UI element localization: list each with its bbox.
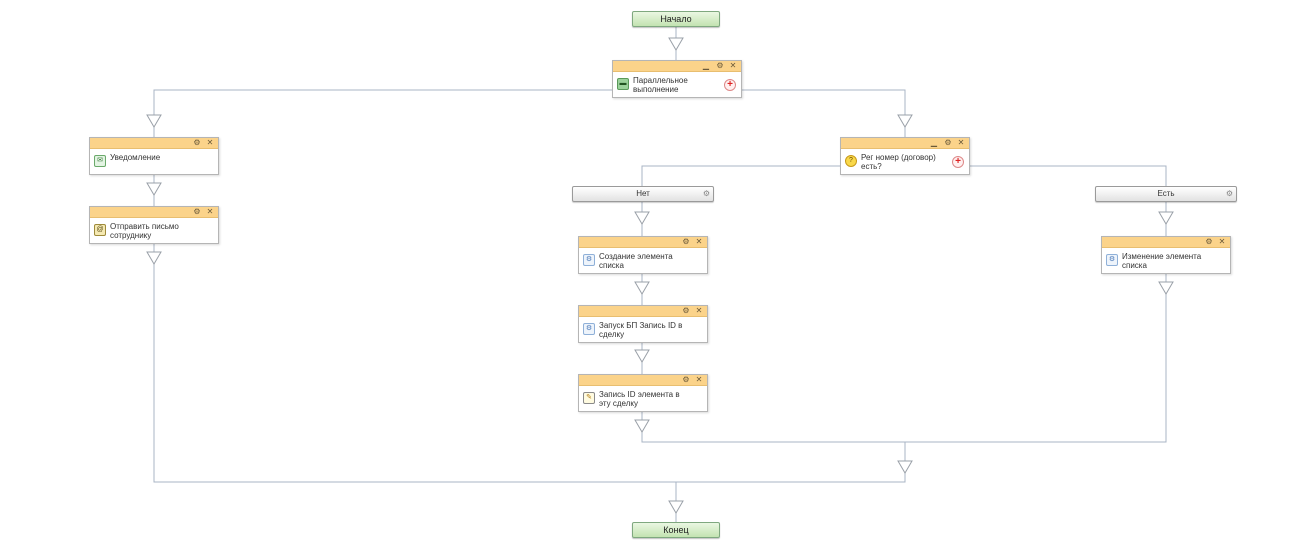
condition-block[interactable]: ▁ ⚙ ✕ ? Рег номер (договор) есть? + xyxy=(840,137,970,175)
close-icon[interactable]: ✕ xyxy=(206,207,214,216)
connector xyxy=(153,89,612,137)
arrow-marker xyxy=(668,37,684,51)
block-header: ⚙ ✕ xyxy=(579,237,707,248)
connector xyxy=(676,442,906,483)
block-header: ⚙ ✕ xyxy=(90,207,218,218)
block-header: ▁ ⚙ ✕ xyxy=(841,138,969,149)
close-icon[interactable]: ✕ xyxy=(695,306,703,315)
settings-icon[interactable]: ⚙ xyxy=(193,138,201,147)
arrow-marker xyxy=(634,419,650,433)
arrow-marker xyxy=(634,281,650,295)
branch-label: Нет xyxy=(636,189,650,198)
parallel-block[interactable]: ▁ ⚙ ✕ ▬ Параллельное выполнение + xyxy=(612,60,742,98)
connector xyxy=(641,165,840,186)
arrow-marker xyxy=(146,251,162,265)
branch-label: Есть xyxy=(1157,189,1175,198)
block-header: ▁ ⚙ ✕ xyxy=(613,61,741,72)
close-icon[interactable]: ✕ xyxy=(695,237,703,246)
block-title: Уведомление xyxy=(110,153,161,162)
minimize-icon[interactable]: ▁ xyxy=(702,61,710,70)
settings-icon[interactable]: ⚙ xyxy=(702,189,710,198)
block-header: ⚙ ✕ xyxy=(1102,237,1230,248)
block-header: ⚙ ✕ xyxy=(579,306,707,317)
arrow-marker xyxy=(668,500,684,514)
block-title: Запуск БП Запись ID в сделку xyxy=(599,321,683,339)
branch-yes[interactable]: Есть ⚙ xyxy=(1095,186,1237,202)
send-mail-block[interactable]: ⚙ ✕ @ Отправить письмо сотруднику xyxy=(89,206,219,244)
block-title: Запись ID элемента в эту сделку xyxy=(599,390,680,408)
settings-icon[interactable]: ⚙ xyxy=(944,138,952,147)
block-header: ⚙ ✕ xyxy=(579,375,707,386)
mail-icon: @ xyxy=(94,224,106,236)
connector xyxy=(741,89,906,137)
gear-icon: ⚙ xyxy=(583,323,595,335)
branch-no[interactable]: Нет ⚙ xyxy=(572,186,714,202)
end-node[interactable]: Конец xyxy=(632,522,720,538)
block-title: Отправить письмо сотруднику xyxy=(110,222,179,240)
gear-icon: ⚙ xyxy=(583,254,595,266)
arrow-marker xyxy=(634,211,650,225)
block-title: Создание элемента списка xyxy=(599,252,673,270)
close-icon[interactable]: ✕ xyxy=(695,375,703,384)
update-list-item-block[interactable]: ⚙ ✕ ⚙ Изменение элемента списка xyxy=(1101,236,1231,274)
connector xyxy=(153,242,676,483)
settings-icon[interactable]: ⚙ xyxy=(682,237,690,246)
settings-icon[interactable]: ⚙ xyxy=(682,306,690,315)
parallel-icon: ▬ xyxy=(617,78,629,90)
block-header: ⚙ ✕ xyxy=(90,138,218,149)
arrow-marker xyxy=(634,349,650,363)
settings-icon[interactable]: ⚙ xyxy=(193,207,201,216)
settings-icon[interactable]: ⚙ xyxy=(716,61,724,70)
create-list-item-block[interactable]: ⚙ ✕ ⚙ Создание элемента списка xyxy=(578,236,708,274)
add-branch-icon[interactable]: + xyxy=(724,79,736,91)
arrow-marker xyxy=(897,460,913,474)
close-icon[interactable]: ✕ xyxy=(206,138,214,147)
start-process-block[interactable]: ⚙ ✕ ⚙ Запуск БП Запись ID в сделку xyxy=(578,305,708,343)
arrow-marker xyxy=(146,114,162,128)
add-branch-icon[interactable]: + xyxy=(952,156,964,168)
arrow-marker xyxy=(897,114,913,128)
block-title: Рег номер (договор) есть? xyxy=(861,153,936,171)
arrow-marker xyxy=(146,182,162,196)
notification-block[interactable]: ⚙ ✕ ✉ Уведомление xyxy=(89,137,219,175)
start-node[interactable]: Начало xyxy=(632,11,720,27)
connector xyxy=(641,410,905,443)
settings-icon[interactable]: ⚙ xyxy=(682,375,690,384)
close-icon[interactable]: ✕ xyxy=(1218,237,1226,246)
condition-icon: ? xyxy=(845,155,857,167)
block-title: Параллельное выполнение xyxy=(633,76,688,94)
connector xyxy=(905,272,1167,443)
edit-icon: ✎ xyxy=(583,392,595,404)
gear-icon: ⚙ xyxy=(1106,254,1118,266)
settings-icon[interactable]: ⚙ xyxy=(1205,237,1213,246)
notification-icon: ✉ xyxy=(94,155,106,167)
arrow-marker xyxy=(1158,211,1174,225)
minimize-icon[interactable]: ▁ xyxy=(930,138,938,147)
close-icon[interactable]: ✕ xyxy=(729,61,737,70)
write-id-block[interactable]: ⚙ ✕ ✎ Запись ID элемента в эту сделку xyxy=(578,374,708,412)
settings-icon[interactable]: ⚙ xyxy=(1225,189,1233,198)
block-title: Изменение элемента списка xyxy=(1122,252,1202,270)
close-icon[interactable]: ✕ xyxy=(957,138,965,147)
arrow-marker xyxy=(1158,281,1174,295)
connector xyxy=(969,165,1167,186)
